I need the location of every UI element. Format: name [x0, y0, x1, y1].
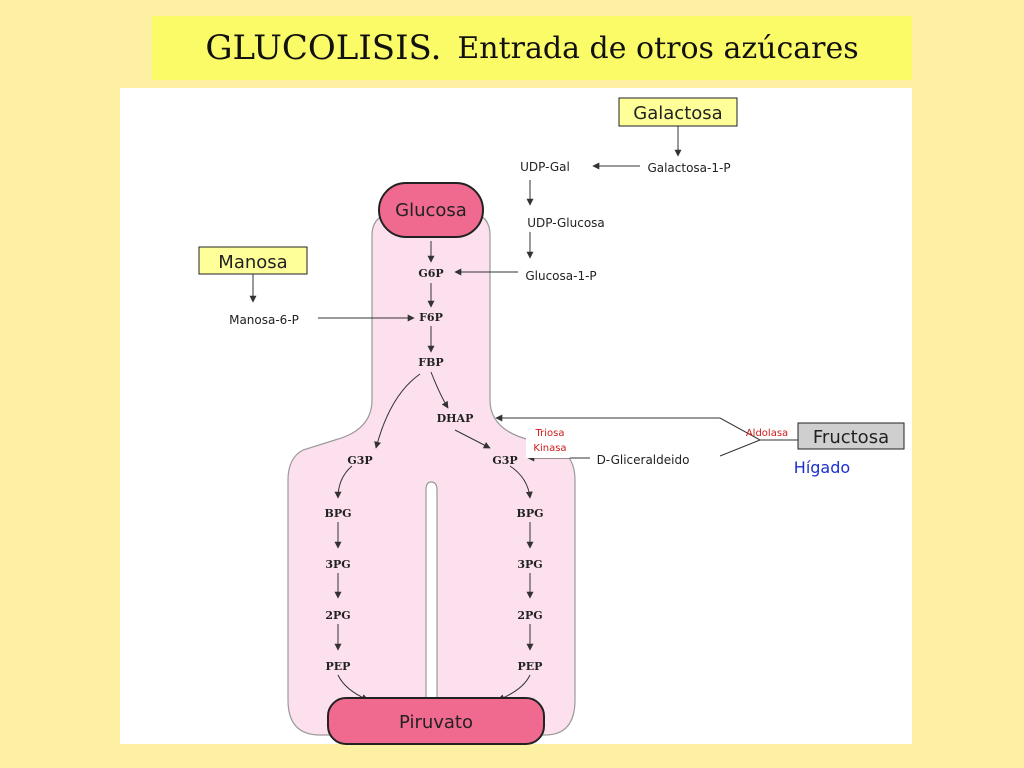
g3p-right-label: G3P	[492, 454, 517, 467]
bpg-right-label: BPG	[517, 507, 544, 520]
side-labels: UDP-Gal Galactosa-1-P UDP-Glucosa Glucos…	[229, 160, 850, 477]
g6p-label: G6P	[418, 267, 443, 280]
2pg-left-label: 2PG	[325, 609, 350, 622]
galactosa-label: Galactosa	[633, 103, 722, 124]
title-main: GLUCOLISIS.	[205, 28, 442, 68]
pep-left-label: PEP	[326, 660, 351, 673]
higado-label: Hígado	[794, 458, 850, 477]
g3p-left-label: G3P	[347, 454, 372, 467]
fructosa-label: Fructosa	[813, 427, 889, 448]
udp-gal-label: UDP-Gal	[520, 160, 570, 174]
glucosa-1p-label: Glucosa-1-P	[525, 269, 596, 283]
manosa-node: Manosa	[198, 246, 308, 275]
galactosa-1p-label: Galactosa-1-P	[647, 161, 730, 175]
udp-glucosa-label: UDP-Glucosa	[527, 216, 605, 230]
galactosa-node: Galactosa	[618, 97, 738, 127]
glucosa-node: Glucosa	[378, 182, 484, 238]
pep-right-label: PEP	[518, 660, 543, 673]
2pg-right-label: 2PG	[517, 609, 542, 622]
manosa-6p-label: Manosa-6-P	[229, 313, 299, 327]
3pg-left-label: 3PG	[325, 558, 350, 571]
dhap-label: DHAP	[437, 412, 474, 425]
manosa-label: Manosa	[218, 252, 287, 273]
metabolites: G6P F6P FBP DHAP G3P G3P BPG BPG 3PG 3PG…	[325, 267, 544, 673]
piruvato-node: Piruvato	[327, 697, 545, 745]
fbp-label: FBP	[418, 356, 443, 369]
d-gliceraldeido-label: D-Gliceraldeido	[597, 453, 690, 467]
3pg-right-label: 3PG	[517, 558, 542, 571]
triosa-kinasa-label-1: Triosa	[535, 428, 565, 439]
enzyme-labels: Triosa Kinasa Aldolasa	[526, 424, 788, 458]
f6p-label: F6P	[419, 311, 443, 324]
piruvato-label: Piruvato	[399, 712, 473, 733]
bpg-left-label: BPG	[325, 507, 352, 520]
triosa-kinasa-label-2: Kinasa	[533, 443, 566, 454]
side-arrows	[249, 126, 798, 462]
glucosa-label: Glucosa	[395, 200, 467, 221]
title-bar: GLUCOLISIS. Entrada de otros azúcares	[152, 16, 912, 80]
title-subtitle: Entrada de otros azúcares	[457, 30, 859, 66]
aldolasa-label: Aldolasa	[746, 428, 788, 439]
fructosa-node: Fructosa	[797, 422, 905, 450]
